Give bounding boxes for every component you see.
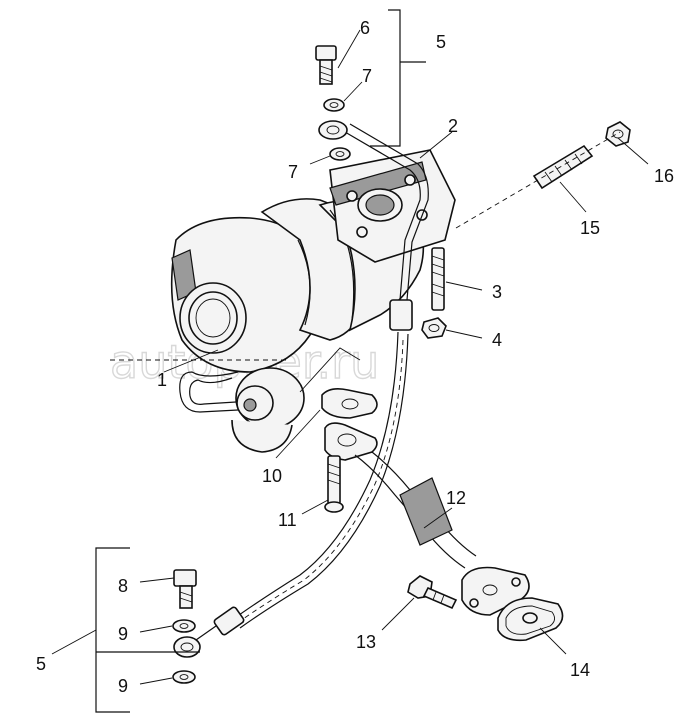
callout-4: 4	[492, 330, 502, 350]
gasket-10	[321, 388, 378, 419]
washer-7a	[323, 98, 345, 112]
callout-15: 15	[580, 218, 600, 238]
callout-2: 2	[448, 116, 458, 136]
banjo-bolt-top	[315, 45, 337, 85]
callout-7-lower: 7	[288, 162, 298, 182]
nut-16	[605, 121, 631, 147]
callouts: 1 2 3 4 5 5 6 7 7 8 9 9 10 11 12 13 14 1…	[36, 18, 674, 696]
callout-14: 14	[570, 660, 590, 680]
callout-13: 13	[356, 632, 376, 652]
callout-9-lower: 9	[118, 676, 128, 696]
stud-3	[431, 247, 445, 311]
washer-9a	[172, 619, 196, 633]
callout-1: 1	[157, 370, 167, 390]
callout-16: 16	[654, 166, 674, 186]
oil-feed-pipe	[318, 120, 429, 331]
bracket-top	[370, 9, 401, 147]
banjo-bolt-bottom	[173, 569, 197, 609]
callout-7-upper: 7	[362, 66, 372, 86]
callout-12: 12	[446, 488, 466, 508]
callout-11: 11	[278, 510, 297, 530]
callout-6: 6	[360, 18, 370, 38]
callout-10: 10	[262, 466, 282, 486]
callout-5-bottom: 5	[36, 654, 46, 674]
washer-9b	[172, 670, 196, 684]
washer-7b	[329, 147, 351, 161]
callout-8: 8	[118, 576, 128, 596]
turbocharger	[110, 149, 456, 453]
gasket-14	[497, 597, 564, 642]
callout-9-upper: 9	[118, 624, 128, 644]
stud-15	[532, 144, 594, 190]
bolt-11	[324, 455, 344, 513]
callout-5-top: 5	[436, 32, 446, 52]
leader-lines	[51, 29, 649, 685]
callout-3: 3	[492, 282, 502, 302]
oil-return-hose	[173, 331, 409, 658]
nut-4	[421, 317, 447, 339]
bolt-13	[407, 575, 458, 610]
